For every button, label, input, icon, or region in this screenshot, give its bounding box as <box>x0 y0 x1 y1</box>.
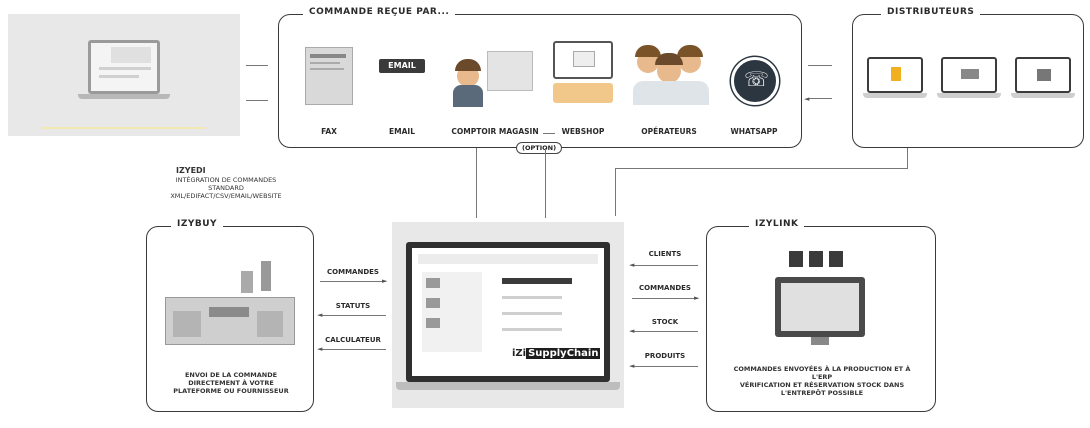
brand-main: SupplyChain <box>526 348 601 359</box>
izylink-caption-line: L'ERP <box>811 373 833 382</box>
izylink-caption-line: COMMANDES ENVOYÉES À LA PRODUCTION ET À <box>733 365 911 373</box>
laptop-icon <box>88 40 160 94</box>
izyedi-title: IZYEDI <box>176 166 206 175</box>
izyedi-line: XML/EDIFACT/CSV/EMAIL/WEBSITE <box>170 192 282 201</box>
izyedi-block: IZYEDI INTÉGRATION DE COMMANDES STANDARD… <box>148 166 304 200</box>
fax-icon <box>305 47 353 105</box>
izylink-title: IZYLINK <box>749 219 805 229</box>
arrow-label-clients: CLIENTS <box>648 250 682 258</box>
arrow-label-statuts: STATUTS <box>335 302 371 310</box>
izylink-caption-line: L'ENTREPÔT POSSIBLE <box>780 389 864 398</box>
whatsapp-icon: ☏ <box>731 57 779 105</box>
channel-label-operators: OPÉRATEURS <box>641 127 697 136</box>
channel-label-whatsapp: WHATSAPP <box>730 127 778 136</box>
channel-label-fax: FAX <box>321 127 337 136</box>
distributors-title: DISTRIBUTEURS <box>881 7 981 17</box>
izylink-caption-line: VÉRIFICATION ET RÉSERVATION STOCK DANS <box>739 381 905 390</box>
hero-illustration <box>8 14 240 136</box>
webshop-icon <box>553 41 615 103</box>
izybuy-caption-line: DIRECTEMENT À VOTRE <box>188 379 274 388</box>
arrow-label-commandes: COMMANDES <box>327 268 379 276</box>
erp-monitor-icon <box>775 249 865 345</box>
operators-icon <box>631 43 711 105</box>
email-icon: EMAIL <box>379 59 425 73</box>
channel-label-email: EMAIL <box>389 127 415 136</box>
izylink-caption: COMMANDES ENVOYÉES À LA PRODUCTION ET À … <box>711 365 933 398</box>
channel-label-shop: COMPTOIR MAGASIN <box>451 127 539 136</box>
orders-received-panel: COMMANDE REÇUE PAR... FAX EMAIL EMAIL CO… <box>278 7 802 148</box>
distributor-laptop-icon <box>937 57 1001 101</box>
distributor-laptop-icon <box>1011 57 1075 101</box>
arrow-label-stock: STOCK <box>651 318 679 326</box>
option-chip: (OPTION) <box>516 142 563 154</box>
izybuy-title: IZYBUY <box>171 219 224 229</box>
izylink-panel: IZYLINK COMMANDES ENVOYÉES À LA PRODUCTI… <box>706 219 936 412</box>
izybuy-caption: ENVOI DE LA COMMANDE DIRECTEMENT À VOTRE… <box>153 371 309 395</box>
arrow-label-commandes-right: COMMANDES <box>639 284 691 292</box>
izybuy-caption-line: PLATEFORME OU FOURNISSEUR <box>173 387 289 396</box>
channel-label-webshop: WEBSHOP <box>561 127 605 136</box>
izyedi-line: STANDARD <box>208 184 244 193</box>
izybuy-caption-line: ENVOI DE LA COMMANDE <box>184 371 278 379</box>
orders-received-title: COMMANDE REÇUE PAR... <box>303 7 456 17</box>
brand-prefix: iZi <box>512 348 527 359</box>
arrow-label-produits: PRODUITS <box>644 352 686 360</box>
izyedi-line: INTÉGRATION DE COMMANDES <box>175 176 277 184</box>
distributors-panel: DISTRIBUTEURS <box>852 7 1084 148</box>
arrow-label-calculateur: CALCULATEUR <box>325 336 381 344</box>
distributor-laptop-icon <box>863 57 927 101</box>
factory-icon <box>165 257 295 345</box>
shop-icon <box>453 45 535 107</box>
izybuy-panel: IZYBUY ENVOI DE LA COMMANDE DIRECTEMENT … <box>146 219 314 412</box>
